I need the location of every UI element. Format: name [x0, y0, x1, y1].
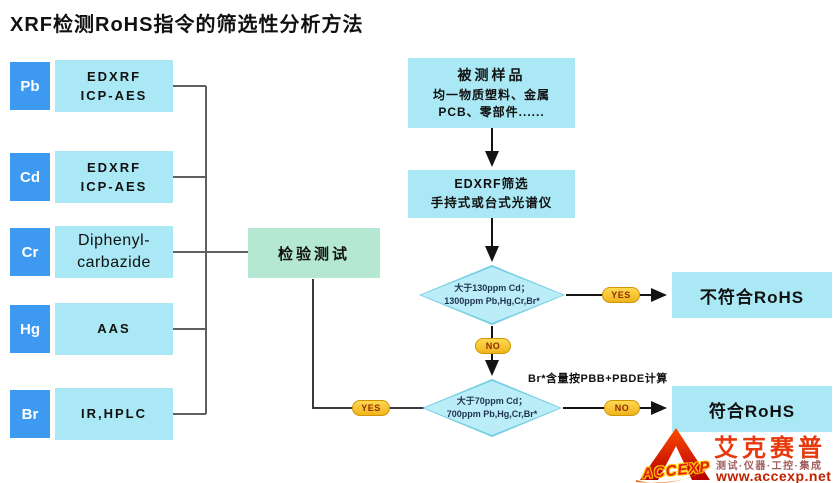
screening-box: EDXRF筛选 手持式或台式光谱仪 — [408, 170, 575, 218]
element-box-br: Br — [10, 390, 50, 438]
decision2-line: 700ppm Pb,Hg,Cr,Br* — [446, 409, 538, 419]
company-logo: ACCEXP 艾克赛普 测试·仪器·工控·集成 www.accexp.net — [634, 426, 836, 483]
company-url: www.accexp.net — [716, 468, 832, 483]
method-label: EDXRF — [86, 68, 142, 84]
element-box-pb: Pb — [10, 62, 50, 110]
method-label: ICP-AES — [80, 88, 148, 103]
method-box-hg: AAS — [55, 303, 173, 355]
method-box-pb: EDXRF ICP-AES — [55, 60, 173, 112]
badge-no-1: NO — [475, 338, 511, 354]
method-label: EDXRF — [86, 159, 142, 175]
verify-test-box: 检验测试 — [248, 228, 380, 278]
company-name: 艾克赛普 — [714, 435, 826, 462]
method-box-cd: EDXRF ICP-AES — [55, 151, 173, 203]
result-box-noncompliant: 不符合RoHS — [672, 272, 832, 318]
decision1-line: 1300ppm Pb,Hg,Cr,Br* — [444, 296, 540, 306]
method-label: AAS — [97, 321, 131, 337]
decision1-line: 大于130ppm Cd； — [454, 283, 530, 294]
element-box-hg: Hg — [10, 305, 50, 353]
sample-box-line: PCB、零部件...... — [438, 105, 545, 120]
decision2-line: 大于70ppm Cd； — [456, 396, 528, 407]
element-box-cd: Cd — [10, 153, 50, 201]
method-box-br: IR,HPLC — [55, 388, 173, 440]
sample-box: 被测样品 均一物质塑料、金属 PCB、零部件...... — [408, 58, 575, 128]
br-note-text: Br*含量按PBB+PBDE计算 — [528, 373, 668, 385]
result-box-compliant: 符合RoHS — [672, 386, 832, 432]
screening-box-line: EDXRF筛选 — [454, 177, 529, 192]
badge-yes-1: YES — [602, 287, 640, 303]
feedback-line — [312, 279, 424, 409]
badge-no-2: NO — [604, 400, 640, 416]
accexp-a-icon — [636, 428, 712, 483]
method-label: IR,HPLC — [81, 406, 147, 422]
sample-box-title: 被测样品 — [457, 67, 526, 83]
method-label: Diphenyl- — [77, 232, 151, 250]
method-box-cr: Diphenyl- carbazide — [55, 226, 173, 278]
decision-diamond-low-limit: 大于70ppm Cd； 700ppm Pb,Hg,Cr,Br* — [422, 379, 562, 437]
sample-box-line: 均一物质塑料、金属 — [432, 88, 550, 102]
element-box-cr: Cr — [10, 228, 50, 276]
screening-box-line: 手持式或台式光谱仪 — [430, 196, 553, 210]
method-label: ICP-AES — [80, 179, 148, 194]
left-bus-lines — [173, 85, 248, 415]
page-title: XRF检测RoHS指令的筛选性分析方法 — [10, 14, 364, 36]
badge-yes-2: YES — [352, 400, 390, 416]
method-label: carbazide — [77, 254, 151, 271]
decision-diamond-high-limit: 大于130ppm Cd； 1300ppm Pb,Hg,Cr,Br* — [419, 265, 565, 325]
company-tagline: 测试·仪器·工控·集成 — [716, 461, 823, 472]
